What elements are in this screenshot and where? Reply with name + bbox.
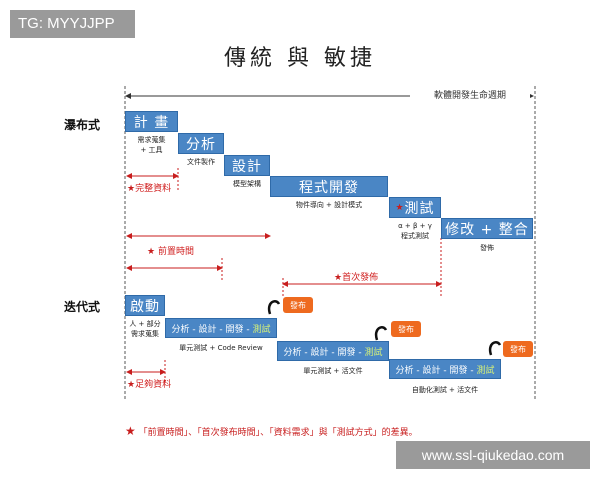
- release-badge-1: 發布: [283, 297, 313, 313]
- phase-design-sub: 模型架構: [233, 180, 261, 188]
- iter-start-sub: 人 + 部分需求蒐集: [129, 320, 161, 338]
- phase-analysis-box: 分析: [178, 133, 224, 154]
- phase-develop-sub: 物件導向 + 設計模式: [295, 201, 363, 209]
- diagram-title: 傳統 與 敏捷: [224, 46, 376, 71]
- watermark-bottom: www.ssl-qiukedao.com: [396, 441, 590, 469]
- first-release-annotation: ★首次發佈: [334, 273, 379, 283]
- enough-data-annotation: ★足夠資料: [127, 380, 172, 390]
- star-icon: ★: [334, 273, 343, 283]
- phase-integrate-sub: 發佈: [480, 244, 494, 252]
- iterative-label: 迭代式: [64, 300, 101, 314]
- phase-integrate-box: 修改 + 整合: [441, 218, 533, 239]
- lifecycle-label: 軟體開發生命週期: [410, 88, 530, 101]
- phase-design-box: 設計: [224, 155, 270, 176]
- iteration-1-sub: 單元測試 + Code Review: [179, 344, 263, 352]
- footer-note: ★ 「前置時間」、「首次發布時間」、「資料需求」與「測試方式」的差異。: [125, 424, 418, 438]
- release-badge-3: 發布: [503, 341, 533, 357]
- iteration-1-box: 分析 - 設計 - 開發 - 測試: [165, 318, 277, 338]
- star-icon: ★: [395, 202, 405, 213]
- watermark-top: TG: MYYJJPP: [10, 10, 135, 38]
- release-badge-2: 發布: [391, 321, 421, 337]
- complete-data-annotation: ★完整資料: [127, 184, 172, 194]
- iteration-3-box: 分析 - 設計 - 開發 - 測試: [389, 359, 501, 379]
- phase-plan-box: 計 畫: [125, 111, 178, 132]
- iteration-2-sub: 單元測試 + 活文件: [303, 367, 363, 375]
- star-icon: ★: [127, 380, 136, 390]
- lead-time-annotation: ★ 前置時間: [147, 247, 194, 257]
- star-icon: ★: [147, 247, 156, 257]
- phase-analysis-sub: 文件製作: [187, 158, 215, 166]
- phase-plan-sub: 需求蒐集+ 工具: [137, 136, 166, 154]
- star-icon: ★: [125, 424, 136, 438]
- iter-start-box: 啟動: [125, 295, 165, 316]
- phase-develop-box: 程式開發: [270, 176, 388, 197]
- iteration-2-box: 分析 - 設計 - 開發 - 測試: [277, 341, 389, 361]
- waterfall-label: 瀑布式: [64, 118, 101, 132]
- iteration-3-sub: 自動化測試 + 活文件: [411, 386, 479, 394]
- star-icon: ★: [127, 184, 136, 194]
- phase-test-box: ★測試: [389, 197, 441, 218]
